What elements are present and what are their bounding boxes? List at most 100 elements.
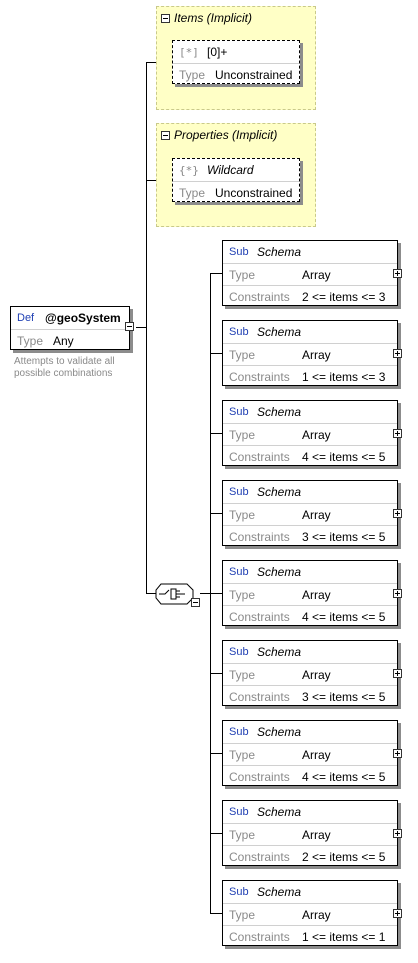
connector-to-subschema [210,833,222,834]
wildcard-bracket-icon: {*} [179,163,199,177]
subschema-expand-icon[interactable] [393,509,402,518]
items-node[interactable]: [*] [0]+ Type Unconstrained [172,40,300,84]
connector-to-subschema [210,433,222,434]
subschema-prefix: Sub [229,486,249,498]
subschema-type-value: Array [302,428,331,442]
subschema-name: Schema [257,245,302,259]
connector-to-subschema [210,593,222,594]
subschema-name: Schema [257,645,302,659]
connector-def-to-trunk [136,327,146,328]
subschema-constraints-label: Constraints [229,609,290,624]
subschema-prefix: Sub [229,326,249,338]
connector-trunk [146,62,147,593]
choice-compositor-icon[interactable] [155,583,201,605]
def-name: @geoSystem [45,311,121,325]
subschema-name: Schema [257,805,302,819]
connector-to-choice [146,593,156,594]
subschema-prefix: Sub [229,246,249,258]
subschema-type-label: Type [229,348,256,362]
subschema-expand-icon[interactable] [393,909,402,918]
def-node[interactable]: Def @geoSystem Type Any [10,306,130,350]
subschema-name: Schema [257,565,302,579]
def-type-label: Type [17,333,44,348]
wildcard-name: Wildcard [207,163,254,177]
subschema-type-value: Array [302,588,331,602]
items-type-value: Unconstrained [215,67,293,82]
items-collapse-icon[interactable] [161,13,170,23]
subschema-name: Schema [257,405,302,419]
wildcard-node[interactable]: {*} Wildcard Type Unconstrained [172,158,300,202]
subschema-expand-icon[interactable] [393,269,402,278]
subschema-name: Schema [257,885,302,899]
subschema-type-label: Type [229,668,256,682]
subschema-type-value: Array [302,828,331,842]
subschema-constraints-label: Constraints [229,369,290,384]
def-prefix: Def [17,312,35,324]
subschema-prefix: Sub [229,646,249,658]
subschema-type-value: Array [302,268,331,282]
subschema-constraints-label: Constraints [229,449,290,464]
subschema-constraints-value: 1 <= items <= 3 [302,369,386,384]
subschema-prefix: Sub [229,886,249,898]
subschema-constraints-label: Constraints [229,849,290,864]
subschema-constraints-value: 2 <= items <= 3 [302,289,386,304]
properties-group-title: Properties (Implicit) [174,128,278,142]
subschema-expand-icon[interactable] [393,589,402,598]
items-group-title: Items (Implicit) [174,11,252,25]
subschema-constraints-value: 3 <= items <= 5 [302,529,386,544]
subschema-prefix: Sub [229,406,249,418]
subschema-type-label: Type [229,828,256,842]
connector-choice-out [200,593,210,594]
subschema-type-value: Array [302,348,331,362]
subschema-constraints-label: Constraints [229,769,290,784]
subschema-expand-icon[interactable] [393,829,402,838]
subschema-type-label: Type [229,268,256,282]
items-type-label: Type [179,67,206,82]
choice-collapse-icon[interactable] [191,598,200,607]
wildcard-type-value: Unconstrained [215,185,293,200]
subschema-constraints-value: 4 <= items <= 5 [302,769,386,784]
connector-to-subschema [210,913,222,914]
subschema-constraints-label: Constraints [229,929,290,944]
connector-to-subschema [210,353,222,354]
subschema-expand-icon[interactable] [393,429,402,438]
subschema-expand-icon[interactable] [393,349,402,358]
items-bracket-icon: [*] [179,45,199,59]
subschema-constraints-value: 3 <= items <= 5 [302,689,386,704]
subschema-constraints-value: 4 <= items <= 5 [302,609,386,624]
connector-to-subschema [210,273,222,274]
def-collapse-icon[interactable] [125,322,134,331]
subschema-constraints-value: 4 <= items <= 5 [302,449,386,464]
subschema-prefix: Sub [229,726,249,738]
subschema-type-label: Type [229,428,256,442]
wildcard-type-label: Type [179,185,206,200]
subschema-name: Schema [257,725,302,739]
subschema-type-value: Array [302,908,331,922]
subschema-type-label: Type [229,508,256,522]
subschema-name: Schema [257,325,302,339]
def-caption: Attempts to validate all possible combin… [14,356,115,379]
subschema-constraints-label: Constraints [229,289,290,304]
properties-collapse-icon[interactable] [161,130,170,140]
subschema-type-label: Type [229,588,256,602]
subschema-type-value: Array [302,508,331,522]
subschema-expand-icon[interactable] [393,669,402,678]
subschema-type-label: Type [229,908,256,922]
subschema-expand-icon[interactable] [393,749,402,758]
subschema-constraints-label: Constraints [229,689,290,704]
subschema-constraints-value: 2 <= items <= 5 [302,849,386,864]
subschema-name: Schema [257,485,302,499]
connector-to-subschema [210,753,222,754]
subschema-constraints-value: 1 <= items <= 1 [302,929,386,944]
subschema-type-value: Array [302,668,331,682]
connector-to-subschema [210,673,222,674]
